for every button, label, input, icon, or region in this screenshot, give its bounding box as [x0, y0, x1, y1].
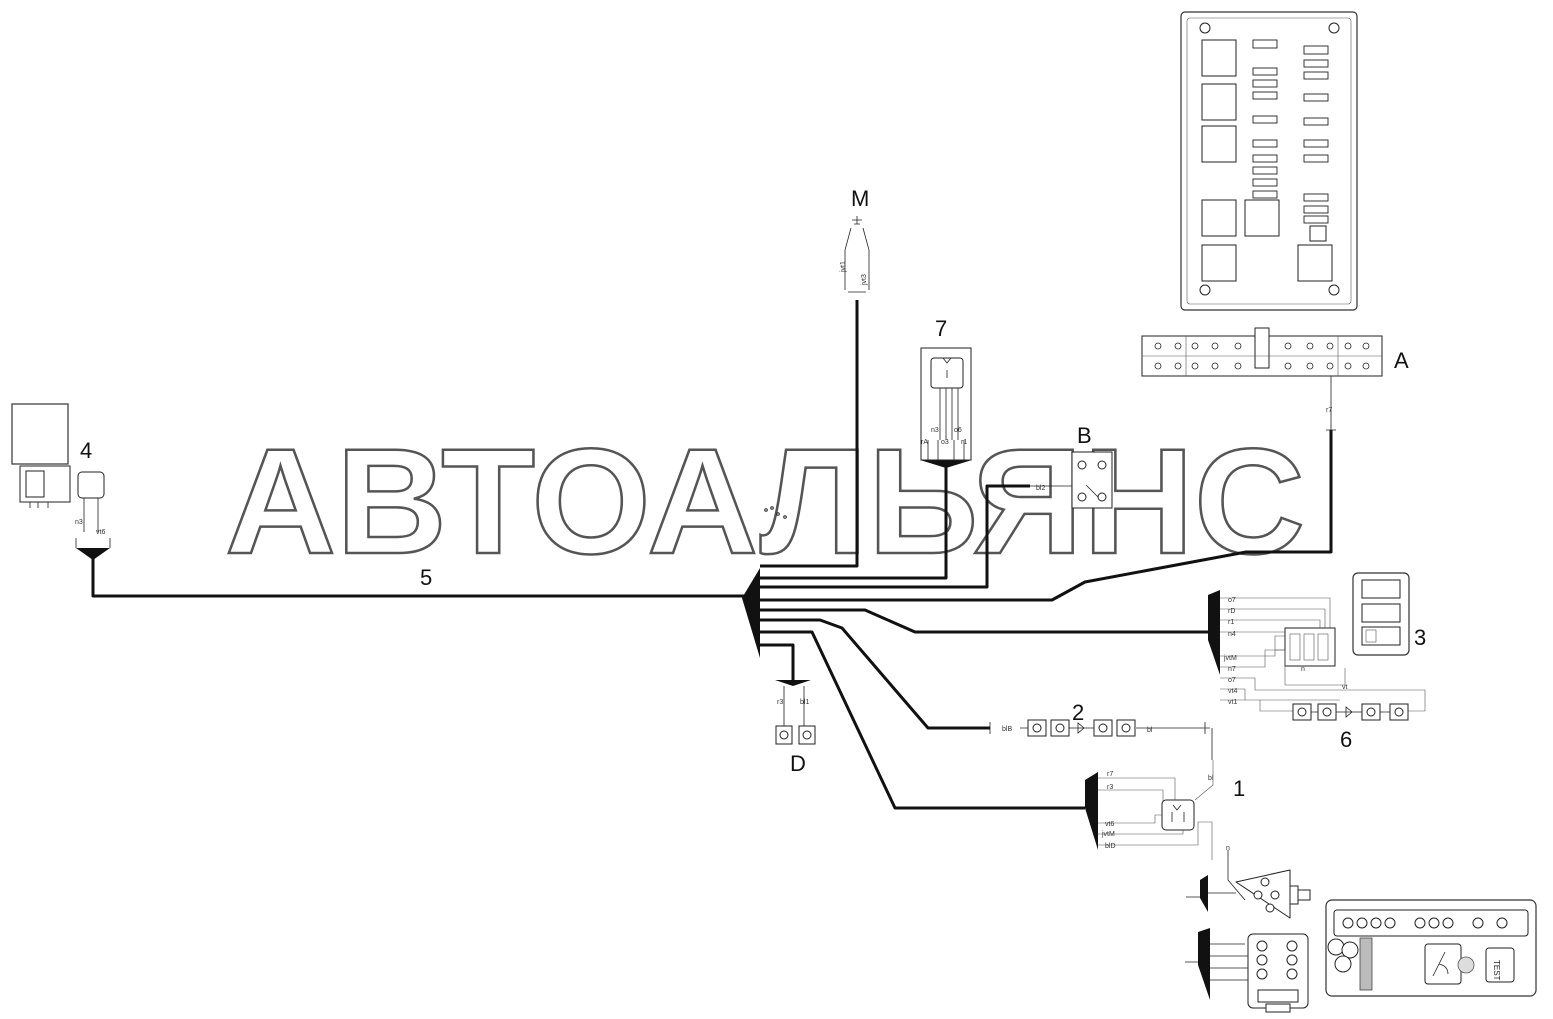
wire-r7-a: r7 [1326, 407, 1332, 414]
connector-1: 1 bl r7 r3 vt6 jvtM blD n [1098, 760, 1245, 860]
wire-n3-4: n3 [75, 519, 83, 526]
wire-n-1: n [1226, 845, 1230, 852]
connector-2: 2 blB bl [989, 700, 1213, 760]
connector-7: 7 n3 o6 rA o3 r1 [920, 316, 972, 461]
wire-bl-1: bl [1208, 775, 1214, 782]
label-4: 4 [80, 438, 92, 463]
plug-triangle [1186, 850, 1311, 919]
wire-n7-3: n7 [1228, 666, 1236, 673]
plug-six-pin [1185, 933, 1309, 1013]
wire-vt6-4: vt6 [96, 529, 105, 536]
wire-ra-7: rA [921, 439, 928, 446]
wire-jvt3: jvt3 [861, 274, 868, 286]
wire-bl2: bl2 [1036, 485, 1045, 492]
wire-jvtm-3: jvtM [1223, 655, 1237, 662]
warning-panel: TEST [1325, 899, 1537, 997]
wire-r1-3: r1 [1228, 619, 1234, 626]
wire-n3-7: n3 [931, 427, 939, 434]
wire-jvtm-1: jvtM [1101, 831, 1115, 838]
wire-vt-6: vt [1342, 684, 1348, 691]
wire-o7b-3: o7 [1228, 677, 1236, 684]
harness-fans [76, 460, 1220, 1000]
wire-vt6-1: vt6 [1105, 821, 1114, 828]
connector-6: 6 [1292, 703, 1409, 752]
wire-o6-7: o6 [954, 427, 962, 434]
wire-r7-1: r7 [1107, 771, 1113, 778]
label-d: D [790, 751, 806, 776]
wire-jvt1: jvt1 [840, 261, 847, 273]
wire-n4-3: n4 [1228, 631, 1236, 638]
wire-bld-1: blD [1105, 843, 1116, 850]
watermark: АВТОАЛЬЯНС [225, 417, 1305, 585]
wire-n-3: n [1301, 666, 1305, 673]
wire-bl-2: bl [1147, 727, 1153, 734]
connector-4: 4 n3 vt6 [11, 403, 111, 548]
connector-d: r3 bl1 D [775, 686, 816, 776]
wire-r3-1: r3 [1107, 784, 1113, 791]
label-7: 7 [935, 316, 947, 341]
wire-blb: blB [1002, 726, 1012, 733]
wire-rd-3: rD [1228, 608, 1235, 615]
label-3: 3 [1414, 625, 1426, 650]
wire-vt1-3: vt1 [1228, 699, 1237, 706]
wire-r3-d: r3 [777, 699, 783, 706]
label-m: M [851, 186, 869, 211]
label-a: A [1394, 348, 1409, 373]
label-6: 6 [1340, 727, 1352, 752]
label-2: 2 [1072, 700, 1084, 725]
junction-marks [764, 506, 787, 519]
connector-b: B bl2 [1030, 423, 1113, 509]
label-b: B [1077, 423, 1092, 448]
fuse-box [1180, 11, 1358, 311]
connector-3: o7 rD r1 n4 jvtM n n7 o7 vt4 vt1 vt 3 [1220, 572, 1426, 712]
connector-m: M jvt1 jvt3 [840, 186, 870, 293]
label-1: 1 [1233, 776, 1245, 801]
terminal-block-a: A r7 [1141, 327, 1409, 431]
wire-vt4-3: vt4 [1228, 688, 1237, 695]
label-5: 5 [420, 565, 432, 590]
wire-bl1-d: bl1 [800, 699, 809, 706]
wire-r1-7: r1 [961, 439, 967, 446]
wire-o3-7: o3 [941, 439, 949, 446]
main-harness [91, 300, 1333, 810]
wire-o7-3: o7 [1228, 597, 1236, 604]
panel-test-label: TEST [1492, 960, 1501, 981]
